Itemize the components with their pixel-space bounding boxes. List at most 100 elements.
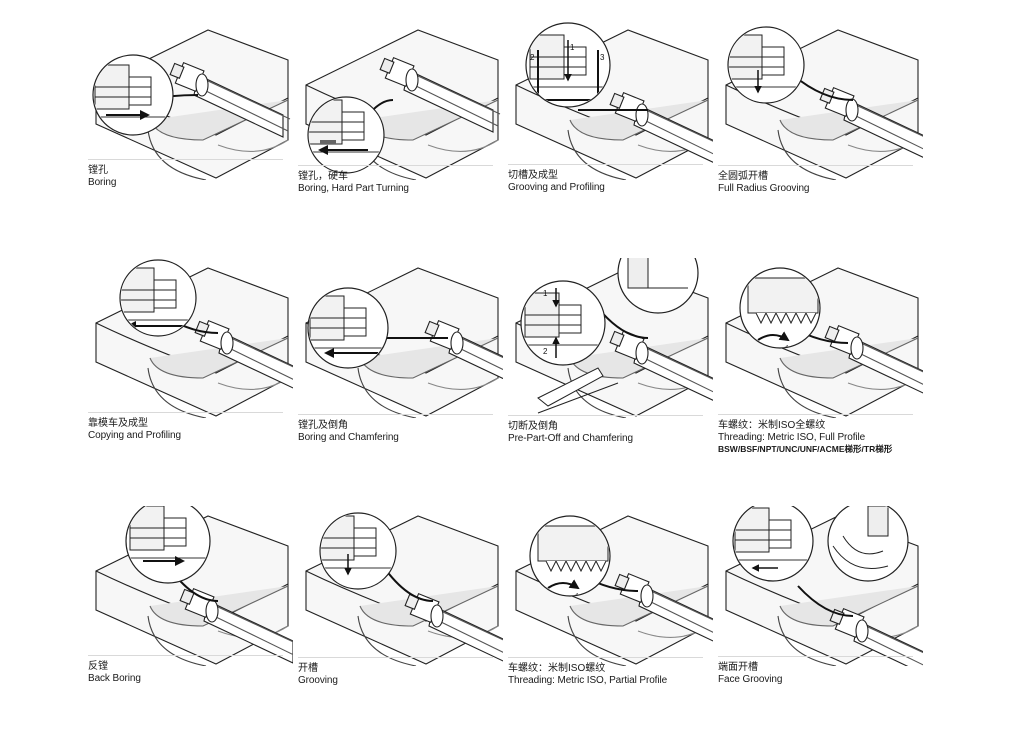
step-marker: 1 [570, 43, 575, 52]
illustration-frame [718, 506, 923, 666]
boring-bar [404, 592, 503, 662]
boring-bar [424, 319, 503, 380]
separator-line [298, 657, 493, 658]
boring-bar [819, 86, 923, 158]
illustration-frame: 1 2 [508, 258, 713, 418]
detail-magnifier [617, 258, 699, 314]
leader-line [797, 585, 854, 617]
separator-line [508, 164, 703, 165]
separator-line [88, 159, 283, 160]
operation-illustration [95, 259, 293, 418]
separator-line [718, 414, 913, 415]
detail-magnifier [739, 267, 821, 349]
caption-chinese: 切槽及成型 [508, 170, 558, 181]
detail-magnifier: 1 2 [520, 280, 606, 366]
illustration-frame [298, 258, 503, 418]
operation-illustration: 2 1 3 [515, 22, 713, 180]
detail-magnifier [319, 512, 397, 590]
step-marker: 1 [543, 289, 548, 298]
operation-illustration [725, 26, 923, 180]
caption-chinese: 开槽 [298, 663, 318, 674]
detail-magnifier [529, 515, 611, 597]
caption-english: Copying and Profiling [88, 430, 181, 441]
caption-chinese: 镗孔 [88, 165, 108, 176]
operation-illustration [305, 29, 501, 180]
boring-bar [169, 61, 291, 138]
illustration-frame [298, 20, 503, 180]
caption-english: Boring, Hard Part Turning [298, 183, 409, 194]
operation-illustration [725, 267, 923, 418]
illustration-frame [88, 258, 293, 418]
operation-illustration [305, 512, 503, 666]
caption-english: Face Grooving [718, 674, 783, 685]
separator-line [508, 657, 703, 658]
boring-bar [609, 329, 713, 401]
detail-magnifier: 2 1 3 [525, 22, 611, 108]
illustration-frame [298, 506, 503, 666]
caption-thread-standards: BSW/BSF/NPT/UNC/UNF/ACME梯形/TR梯形 [718, 444, 893, 454]
caption-chinese: 车螺纹：米制ISO螺纹 [508, 663, 606, 674]
caption-english: Grooving and Profiling [508, 182, 605, 193]
detail-magnifier [125, 506, 211, 584]
caption-chinese: 镗孔及倒角 [298, 420, 348, 431]
caption-english: Full Radius Grooving [718, 183, 810, 194]
illustration-frame [88, 20, 293, 180]
separator-line [298, 165, 493, 166]
caption-chinese: 靠模车及成型 [88, 418, 148, 429]
caption-english: Grooving [298, 675, 338, 686]
operation-illustration [95, 506, 293, 666]
illustration-frame: 2 1 3 [508, 20, 713, 180]
detail-magnifier [827, 506, 909, 582]
separator-line [718, 656, 913, 657]
separator-line [88, 412, 283, 413]
detail-magnifier [727, 26, 805, 104]
caption-english: Boring and Chamfering [298, 432, 399, 443]
operation-illustration: 1 2 [515, 258, 713, 418]
caption-english: Threading: Metric ISO, Partial Profile [508, 675, 668, 686]
operation-illustration [305, 267, 503, 418]
caption-english: Threading: Metric ISO, Full Profile [718, 432, 866, 443]
boring-bar [824, 324, 923, 394]
operation-illustration [515, 515, 713, 666]
caption-chinese: 切断及倒角 [508, 421, 558, 432]
caption-english: Pre-Part-Off and Chamfering [508, 433, 633, 444]
operation-illustration [725, 506, 923, 666]
step-marker: 2 [530, 53, 535, 62]
separator-line [508, 415, 703, 416]
step-marker: 3 [600, 53, 605, 62]
illustration-frame [508, 506, 713, 666]
caption-english: Boring [88, 177, 117, 188]
caption-chinese: 端面开槽 [718, 662, 758, 673]
separator-line [88, 655, 283, 656]
step-marker: 2 [543, 347, 548, 356]
operation-illustration [92, 29, 291, 180]
separator-line [298, 414, 493, 415]
boring-bar [179, 587, 293, 664]
illustration-frame [88, 506, 293, 666]
caption-chinese: 全圆弧开槽 [718, 171, 768, 182]
illustration-frame [718, 20, 923, 180]
detail-magnifier [732, 506, 814, 582]
caption-chinese: 车螺纹：米制ISO全螺纹 [718, 420, 826, 431]
detail-magnifier [92, 54, 174, 136]
